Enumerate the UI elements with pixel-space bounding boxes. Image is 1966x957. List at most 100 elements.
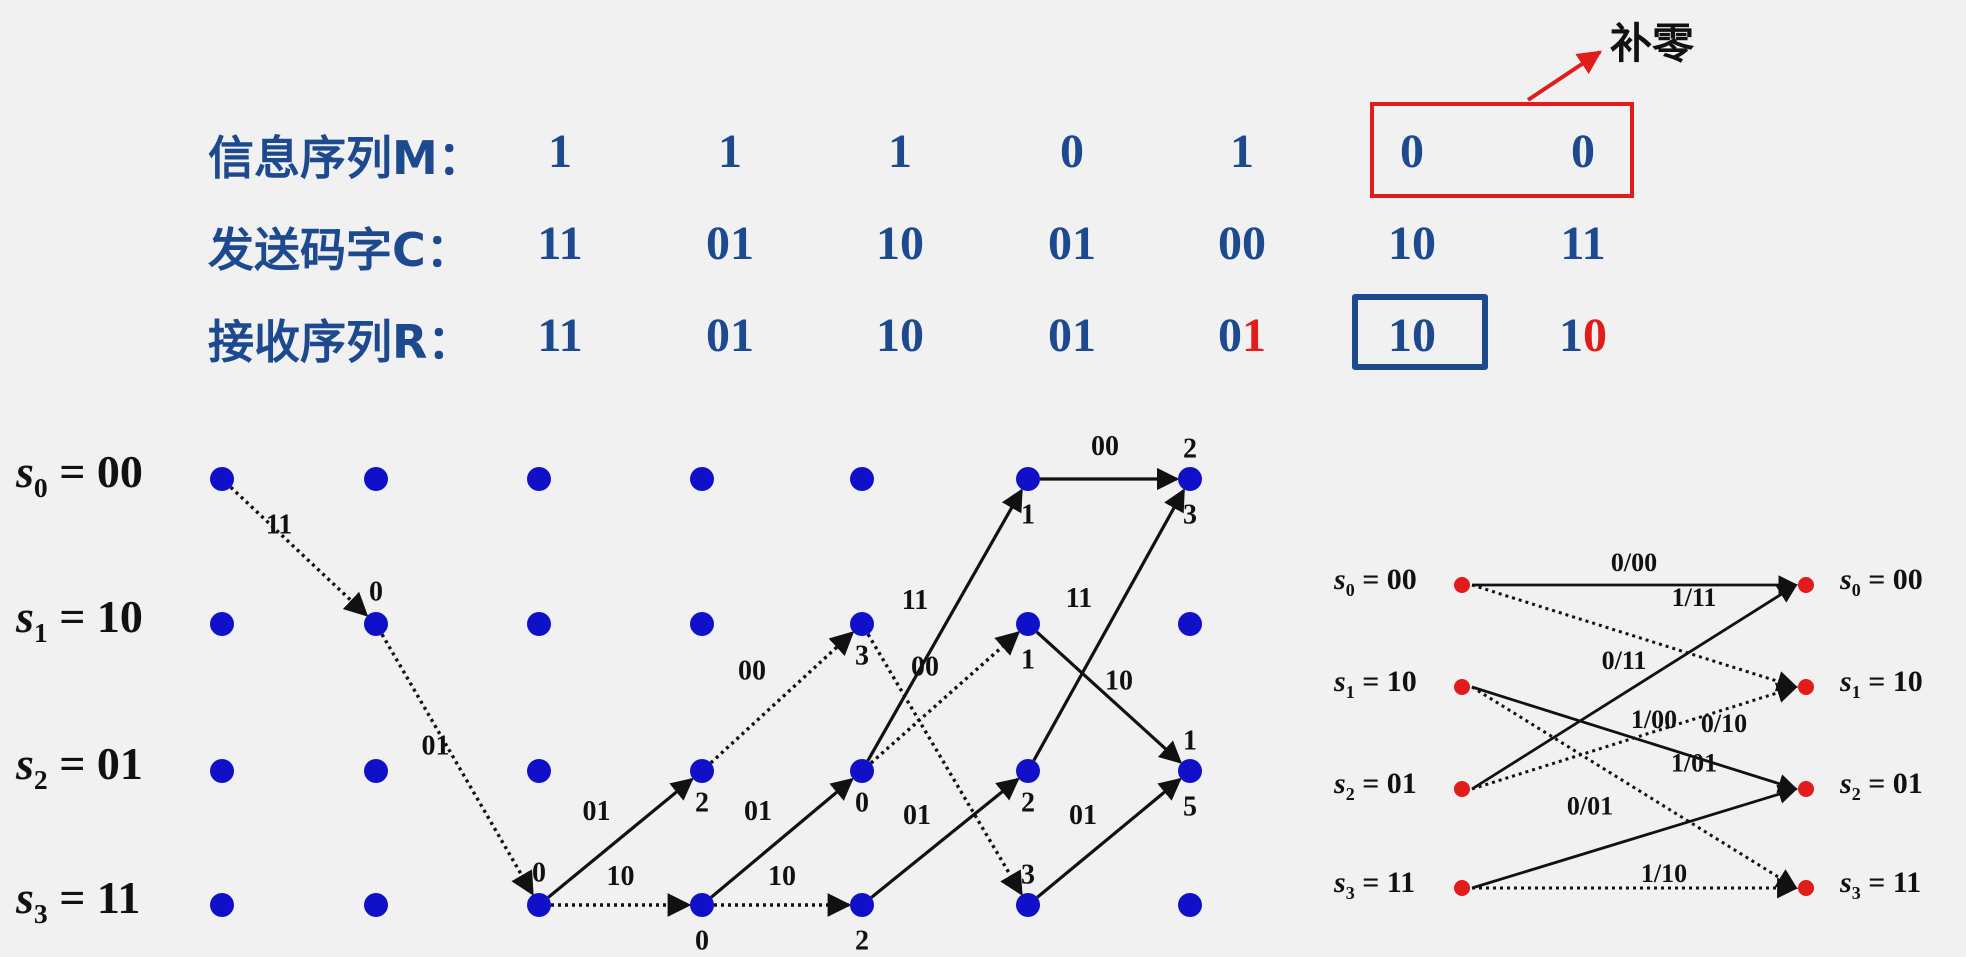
seq-c-value: 11 xyxy=(537,217,583,270)
state-value: = 01 xyxy=(47,738,143,789)
received-correct-part: 01 xyxy=(1048,309,1096,362)
trellis-node xyxy=(690,467,714,491)
trellis-state-label-s2: s2 = 01 xyxy=(16,737,143,796)
trellis-branch-label: 10 xyxy=(768,861,796,892)
state-transition-label: 0/00 xyxy=(1611,548,1657,577)
state-symbol: s xyxy=(16,872,34,923)
path-metric: 2 xyxy=(1021,787,1035,818)
seq-r-value: 01 xyxy=(670,308,790,363)
trellis-node xyxy=(364,612,388,636)
state-diagram-target-node xyxy=(1798,679,1814,695)
state-transition-label: 1/00 xyxy=(1631,705,1677,734)
trellis-branch xyxy=(869,631,1021,765)
path-metric: 1 xyxy=(1183,725,1197,756)
state-diagram-target-node xyxy=(1798,577,1814,593)
seq-m-value: 1 xyxy=(888,125,912,178)
trellis-node xyxy=(1178,759,1202,783)
seq-m-value: 0 xyxy=(1400,125,1424,178)
state-diagram-target-node xyxy=(1798,781,1814,797)
trellis-node xyxy=(364,759,388,783)
trellis-node xyxy=(1016,759,1040,783)
received-correct-part: 1 xyxy=(1559,309,1583,362)
state-symbol: s xyxy=(1334,665,1346,698)
state-diagram-left-label-s2: s2 = 01 xyxy=(1334,767,1417,805)
path-metric: 0 xyxy=(855,787,869,818)
state-diagram-target-node xyxy=(1798,880,1814,896)
state-transition xyxy=(1471,583,1798,791)
trellis-node xyxy=(1016,893,1040,917)
path-metric: 1 xyxy=(1021,644,1035,675)
trellis-branch-label: 10 xyxy=(1105,666,1133,697)
state-transition-label: 1/10 xyxy=(1641,859,1687,888)
path-metric: 3 xyxy=(1021,859,1035,890)
trellis-node xyxy=(850,467,874,491)
state-symbol: s xyxy=(1840,665,1852,698)
state-value: = 11 xyxy=(1354,866,1416,899)
trellis-node xyxy=(527,893,551,917)
trellis-node xyxy=(850,612,874,636)
message-sequence-label: 信息序列M： xyxy=(208,131,484,185)
trellis-node xyxy=(850,893,874,917)
trellis-branch xyxy=(380,633,534,896)
trellis-node xyxy=(364,467,388,491)
state-diagram-left-label-s0: s0 = 00 xyxy=(1334,563,1417,601)
state-value: = 01 xyxy=(1354,767,1417,800)
state-index: 2 xyxy=(1851,784,1861,804)
state-symbol: s xyxy=(1840,767,1852,800)
trellis-branch xyxy=(870,777,1020,899)
trellis-branch xyxy=(866,488,1023,762)
state-value: = 10 xyxy=(1354,665,1417,698)
state-value: = 11 xyxy=(47,872,141,923)
state-index: 2 xyxy=(1345,784,1355,804)
state-transition-label: 1/01 xyxy=(1671,749,1717,778)
trellis-branch-label: 01 xyxy=(744,796,772,827)
trellis-branch-label: 00 xyxy=(911,652,939,683)
state-value: = 11 xyxy=(1860,866,1922,899)
path-metric: 2 xyxy=(695,787,709,818)
path-metric: 1 xyxy=(1021,499,1035,530)
received-sequence-label: 接收序列R： xyxy=(208,315,474,369)
seq-r-value: 01 xyxy=(1012,308,1132,363)
state-value: = 00 xyxy=(1354,563,1417,596)
highlighted-received-pair-box xyxy=(1352,294,1488,370)
codeword-label: 发送码字C： xyxy=(208,223,472,277)
state-diagram-left-label-s3: s3 = 11 xyxy=(1334,866,1415,904)
state-diagram-right-label-s1: s1 = 10 xyxy=(1840,665,1923,703)
seq-r-value: 11 xyxy=(500,308,620,363)
trellis-node xyxy=(1016,467,1040,491)
state-symbol: s xyxy=(16,446,34,497)
state-index: 1 xyxy=(1851,682,1861,702)
path-metric: 2 xyxy=(855,925,869,956)
state-symbol: s xyxy=(16,591,34,642)
seq-c-value: 00 xyxy=(1218,217,1266,270)
trellis-state-label-s0: s0 = 00 xyxy=(16,445,143,504)
state-diagram-right-label-s2: s2 = 01 xyxy=(1840,767,1923,805)
state-index: 0 xyxy=(1345,580,1355,600)
seq-r-value: 10 xyxy=(840,308,960,363)
trellis-branch-label: 01 xyxy=(422,731,450,762)
trellis-branch-label: 10 xyxy=(607,861,635,892)
trellis-node xyxy=(210,467,234,491)
state-index: 3 xyxy=(1345,883,1355,903)
seq-c-value: 01 xyxy=(706,217,754,270)
trellis-node xyxy=(690,612,714,636)
received-correct-part: 01 xyxy=(706,309,754,362)
seq-m-value: 1 xyxy=(548,125,572,178)
seq-r-value: 10 xyxy=(1523,308,1643,363)
state-index: 1 xyxy=(1345,682,1355,702)
path-metric: 0 xyxy=(369,576,383,607)
trellis-node xyxy=(1178,612,1202,636)
seq-c-value: 10 xyxy=(1388,217,1436,270)
state-symbol: s xyxy=(1334,767,1346,800)
trellis-branch xyxy=(547,777,694,899)
path-metric: 2 xyxy=(1183,433,1197,464)
padding-pointer-arrow xyxy=(1526,50,1602,102)
seq-c-value: 01 xyxy=(1048,217,1096,270)
state-index: 2 xyxy=(33,764,48,796)
state-transition xyxy=(1471,784,1798,890)
state-transition-label: 0/11 xyxy=(1602,646,1647,675)
seq-c-value: 11 xyxy=(1560,217,1606,270)
trellis-branch-label: 11 xyxy=(1066,583,1092,614)
state-value: = 00 xyxy=(47,446,143,497)
